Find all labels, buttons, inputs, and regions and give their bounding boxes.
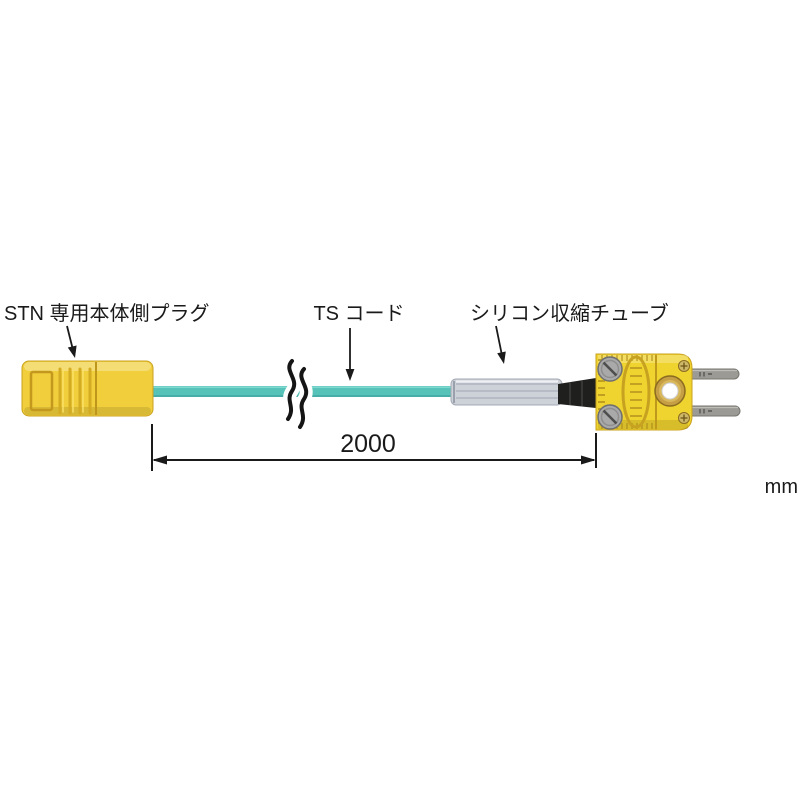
plug-bottom-shade (24, 407, 151, 415)
clamp-screw-bottom-icon (597, 404, 623, 430)
tube-label: シリコン収縮チューブ (470, 301, 669, 325)
plug-grip-ridges (58, 367, 92, 415)
plug-arrow-down-icon (66, 325, 77, 358)
cord-label: TS コード (313, 303, 404, 325)
tube-texture-lines (456, 383, 558, 399)
plug-grip-ridge-highlights (62, 369, 84, 413)
polarity-screw-bottom-icon (678, 412, 690, 424)
tube-body (450, 378, 563, 406)
connector-blades (685, 368, 741, 417)
strain-relief (558, 378, 596, 408)
tc-connector (595, 353, 693, 431)
connector-top-highlight (598, 355, 688, 363)
dim-arrow-right-icon (581, 455, 596, 465)
cord-arrow-down-icon (345, 328, 355, 381)
clamp-screw-top-icon (597, 356, 623, 382)
plug-label: STN 専用本体側プラグ (4, 302, 210, 325)
callouts: STN 専用本体側プラグ TS コード シリコン収縮チューブ (4, 301, 669, 381)
silicone-shrink-tube (450, 378, 563, 406)
plug-body (21, 360, 154, 417)
connector-bottom-shade (598, 420, 688, 429)
unit-label: mm (765, 476, 798, 498)
plug-top-highlight (24, 362, 151, 371)
dim-arrow-left-icon (152, 455, 167, 465)
polarity-screw-top-icon (678, 360, 690, 372)
tube-arrow-down-icon (495, 325, 506, 364)
cord-break-icon (281, 354, 313, 434)
strain-relief-body (558, 378, 596, 408)
connector-hole (654, 375, 686, 407)
stn-plug (21, 360, 154, 417)
plug-latch-outline (29, 370, 54, 412)
blade-top-stamp (699, 372, 712, 377)
dim-value: 2000 (340, 430, 396, 458)
dimension: 2000 (151, 424, 597, 471)
blade-bottom-stamp (699, 409, 712, 414)
emboss-badge (621, 355, 651, 429)
strain-relief-ridges (569, 381, 583, 407)
